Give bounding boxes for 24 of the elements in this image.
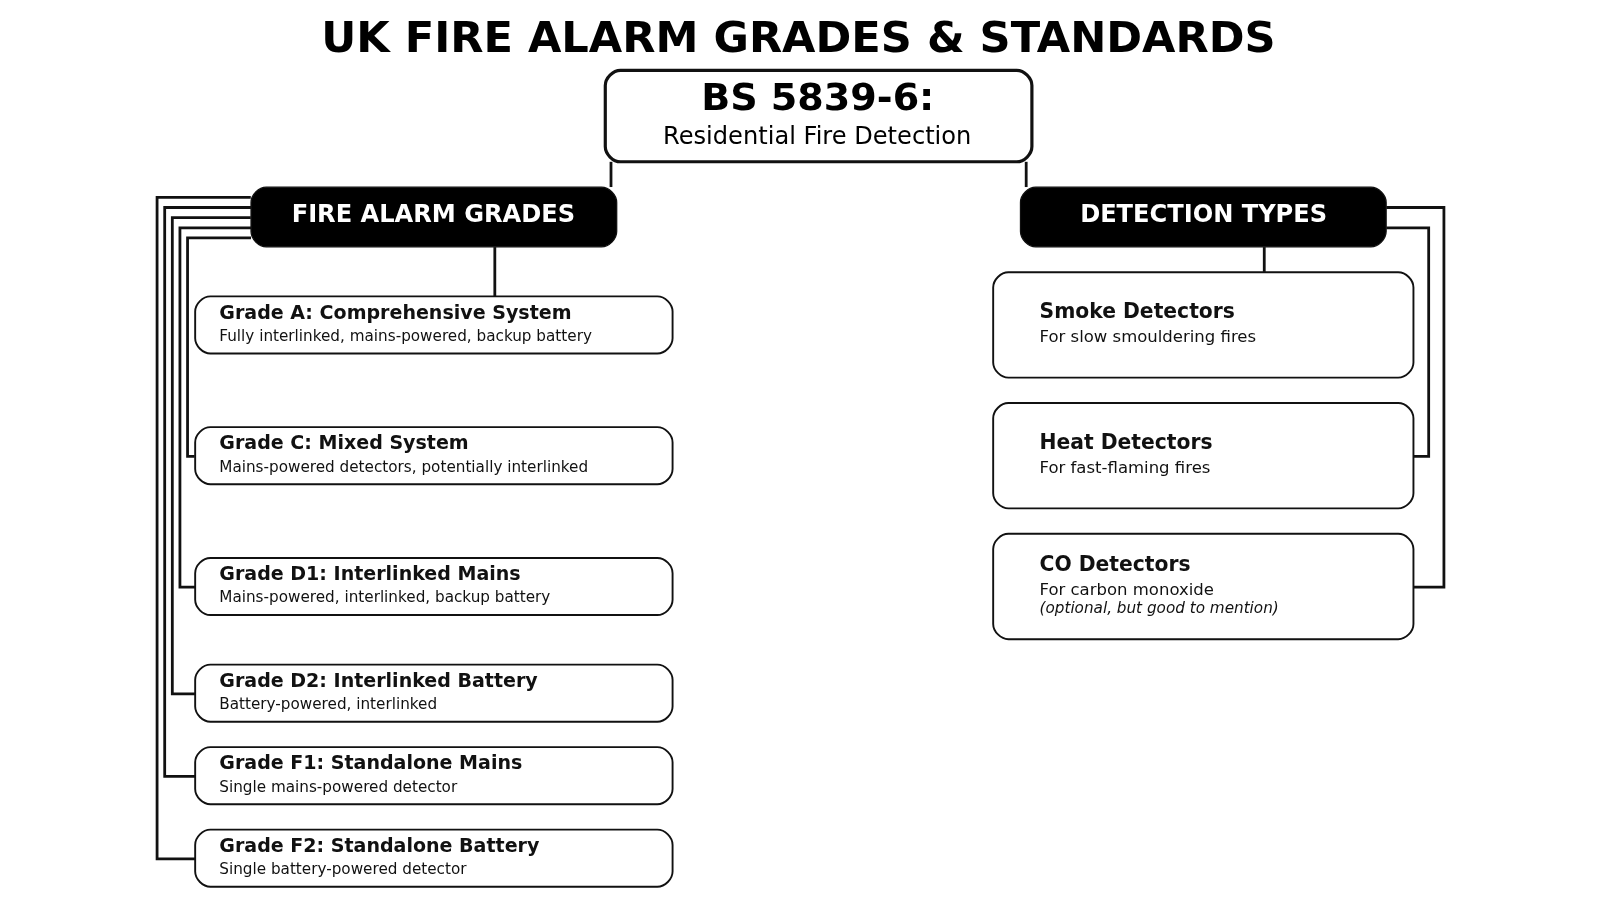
node-box: Grade C: Mixed System Mains-powered detectors, potentially interlinked [193, 426, 674, 486]
connector [609, 161, 612, 188]
connector [1385, 206, 1445, 589]
connector [1262, 247, 1266, 272]
connector [185, 236, 251, 458]
connector [1024, 161, 1028, 188]
node-box: Grade A: Comprehensive System Fully interlinked, mains-powered, backup battery [193, 295, 674, 355]
node-box: Grade F2: Standalone Battery Single battery-powered detector [193, 828, 674, 888]
connector [1385, 226, 1430, 458]
node-box: BS 5839-6: Residential Fire Detection [603, 68, 1033, 164]
node-box: Grade D2: Interlinked Battery Battery-powered, interlinked [193, 663, 674, 723]
node-box: CO Detectors For carbon monoxide (optional, but good to mention) [991, 532, 1414, 641]
connector [155, 195, 251, 861]
connector [178, 226, 251, 589]
node-box: Grade F1: Standalone Mains Single mains-powered detector [193, 746, 674, 806]
node-box: Smoke Detectors For slow smouldering fires [991, 271, 1414, 379]
node-box: DETECTION TYPES [1019, 186, 1387, 248]
connector [170, 216, 251, 696]
node-box: FIRE ALARM GRADES [249, 186, 617, 248]
node-box: Grade D1: Interlinked Mains Mains-powered, interlinked, backup battery [193, 556, 674, 616]
diagram-title: UK FIRE ALARM GRADES & STANDARDS [320, 11, 1276, 62]
connector [492, 247, 496, 297]
connector [162, 206, 251, 778]
node-box: Heat Detectors For fast-flaming fires [991, 402, 1414, 510]
